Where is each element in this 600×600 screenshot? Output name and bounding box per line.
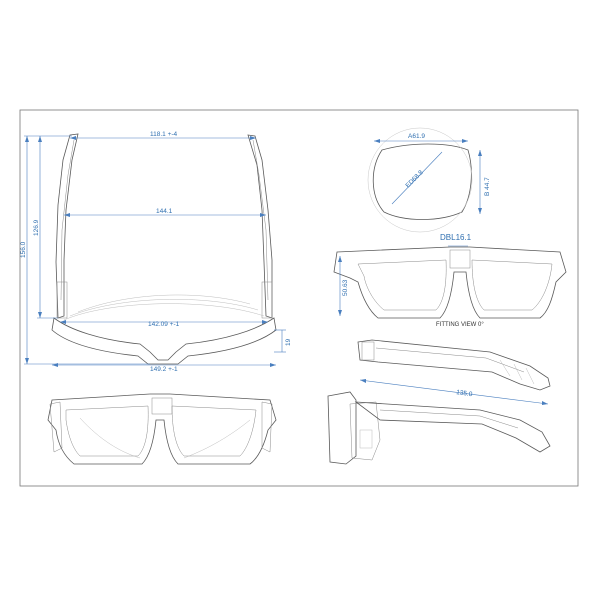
front-view-left-lens xyxy=(357,259,447,311)
side-temple-arm xyxy=(354,401,551,453)
side-perspective-view: 135.0 xyxy=(327,379,551,465)
dim-arrow xyxy=(64,213,70,217)
front-view-bridge xyxy=(449,249,471,269)
temple-side-outline xyxy=(357,339,551,391)
top-view-lens-trace xyxy=(63,303,265,321)
temple-tip-detail xyxy=(499,359,535,385)
dim-arrow xyxy=(338,310,342,316)
dim-arrow xyxy=(262,320,268,324)
top-view-lens-trace-3 xyxy=(77,294,251,313)
front-view-frame xyxy=(333,246,567,319)
dim-arrow xyxy=(70,136,76,140)
lens-ed-circle xyxy=(367,127,473,233)
perspective-left-lens xyxy=(65,405,149,457)
dim-temple-length: 135.0 xyxy=(456,389,473,398)
top-view-right-temple xyxy=(247,134,273,319)
side-shield-vent xyxy=(359,429,373,449)
dim-width-mid: 144.1 xyxy=(156,208,173,215)
lens-view: A61.9 ED68.8 B 44.7 xyxy=(367,127,491,233)
dim-arrow xyxy=(260,213,266,217)
dim-arrow xyxy=(38,312,42,318)
lens-outline xyxy=(372,143,472,220)
dim-arrow xyxy=(270,363,276,367)
dim-arrow xyxy=(338,256,342,262)
dim-length-a: 156.0 xyxy=(20,241,27,258)
top-view-lens-trace-2 xyxy=(69,299,259,317)
perspective-temple-trace xyxy=(79,417,251,459)
dim-arrow xyxy=(60,320,66,324)
top-view-right-temple-inner xyxy=(252,139,269,301)
side-shield xyxy=(349,401,381,461)
perspective-right-shield xyxy=(261,401,273,453)
dim-arrow xyxy=(478,150,482,156)
temple-side-inner xyxy=(375,347,525,373)
dim-temple-length-line xyxy=(359,379,549,405)
dim-arrow xyxy=(52,363,58,367)
drawing-border xyxy=(19,109,579,487)
dim-arrow xyxy=(462,139,468,143)
dim-arrow xyxy=(478,208,482,214)
front-view: DBL16.1 50.63 FITTING VIEW 0° xyxy=(333,233,567,328)
perspective-frame xyxy=(47,393,277,465)
top-view: 118.1 +-4 144.1 142.09 +-1 149.2 +-1 156… xyxy=(20,131,292,373)
top-view-left-temple xyxy=(55,133,79,319)
dim-arrow xyxy=(38,136,42,142)
perspective-bridge xyxy=(151,397,173,415)
perspective-right-lens xyxy=(171,405,257,457)
side-front-rim xyxy=(327,391,357,465)
dim-thickness: 19 xyxy=(285,338,292,346)
dim-length-b: 126.9 xyxy=(33,219,40,236)
dim-lens-a: A61.9 xyxy=(408,133,425,140)
top-view-front-frame xyxy=(51,317,277,365)
temple-hinge-block xyxy=(361,341,375,361)
side-view-temple xyxy=(357,339,551,391)
dim-lens-b: B 44.7 xyxy=(484,177,491,196)
dim-front-width: 142.09 +-1 xyxy=(148,321,180,328)
dim-arrow xyxy=(250,136,256,140)
front-view-caption: FITTING VIEW 0° xyxy=(436,322,484,328)
dim-height: 50.63 xyxy=(342,279,349,296)
perspective-left-shield xyxy=(49,401,63,453)
front-view-right-lens xyxy=(471,259,553,311)
dim-lens-ed-line xyxy=(391,151,443,205)
dim-dbl: DBL16.1 xyxy=(440,233,472,242)
dim-lens-ed: ED68.8 xyxy=(404,169,425,190)
dim-arrow xyxy=(25,136,29,142)
dim-arrow xyxy=(374,139,380,143)
top-view-right-hinge xyxy=(261,281,273,319)
top-view-left-temple-inner xyxy=(60,139,75,301)
side-temple-arm-inner xyxy=(379,409,519,429)
dim-temple-span: 118.1 +-4 xyxy=(150,131,178,138)
dim-arrow xyxy=(542,401,548,405)
dim-total-width: 149.2 +-1 xyxy=(150,366,178,373)
dim-arrow xyxy=(25,358,29,364)
front-perspective-view xyxy=(47,393,277,465)
dim-arrow xyxy=(360,379,366,383)
top-view-left-hinge xyxy=(56,281,68,319)
